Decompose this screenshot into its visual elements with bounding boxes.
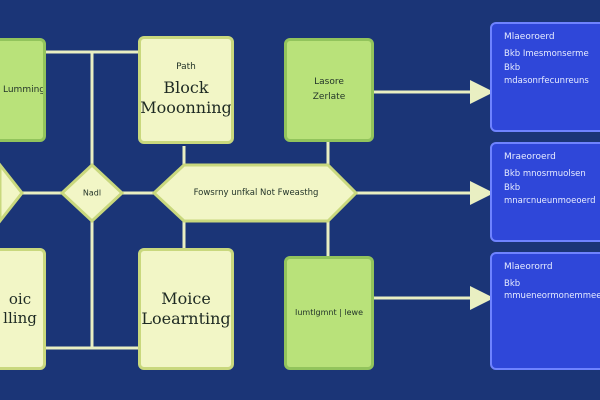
node-blue-3-line1: Bkb mmueneormonemmee (504, 279, 600, 302)
node-blue-1: Mlaeoroerd Bkb Imesmonserme Bkb mdasonrf… (490, 22, 600, 132)
node-block-top-subtitle: Mooonning (140, 98, 232, 118)
node-blue-2-title: Mraeoroerd (504, 152, 556, 162)
node-block-top-small: Path (176, 61, 196, 72)
diamond-left-label: Nadl (82, 188, 102, 198)
node-top-left: Lumming (0, 38, 46, 142)
node-blue-1-line2: Bkb mdasonrfecunreuns (504, 63, 589, 86)
node-bottom-left: oic lling (0, 248, 46, 370)
diamond-center (151, 163, 359, 223)
node-block-top: Path Block Mooonning (138, 36, 234, 144)
node-blue-3: Mlaeororrd Bkb mmueneormonemmee (490, 252, 600, 370)
node-blue-3-title: Mlaeororrd (504, 262, 553, 272)
diamond-center-label: Fowsrny unfkal Not Fweasthg (193, 188, 319, 198)
node-green-top: Lasore Zerlate (284, 38, 374, 142)
diamond-left (59, 162, 125, 224)
node-block-top-title: Block (163, 78, 209, 98)
node-bottom-left-line1: oic (8, 290, 32, 309)
node-green-bottom: Iumtlgmnt | lewe (284, 256, 374, 370)
node-block-bottom: Moice Loearnting (138, 248, 234, 370)
node-green-top-line2: Zerlate (312, 92, 346, 102)
node-green-bottom-label: Iumtlgmnt | lewe (294, 308, 364, 318)
diamond-left-edge (0, 162, 24, 224)
node-blue-2-line2: Bkb mnarcnueunmoeoerd (504, 183, 596, 206)
node-blue-1-line1: Bkb Imesmonserme (504, 49, 589, 59)
node-block-bottom-line1: Moice (161, 289, 211, 308)
node-blue-2-line1: Bkb mnosrmuolsen (504, 169, 586, 179)
node-top-left-label: Lumming (3, 84, 46, 95)
node-green-top-line1: Lasore (314, 77, 344, 88)
node-bottom-left-line2: lling (3, 309, 37, 327)
node-block-bottom-line2: Loearnting (141, 309, 231, 328)
node-blue-2: Mraeoroerd Bkb mnosrmuolsen Bkb mnarcnue… (490, 142, 600, 242)
node-blue-1-title: Mlaeoroerd (504, 32, 555, 42)
